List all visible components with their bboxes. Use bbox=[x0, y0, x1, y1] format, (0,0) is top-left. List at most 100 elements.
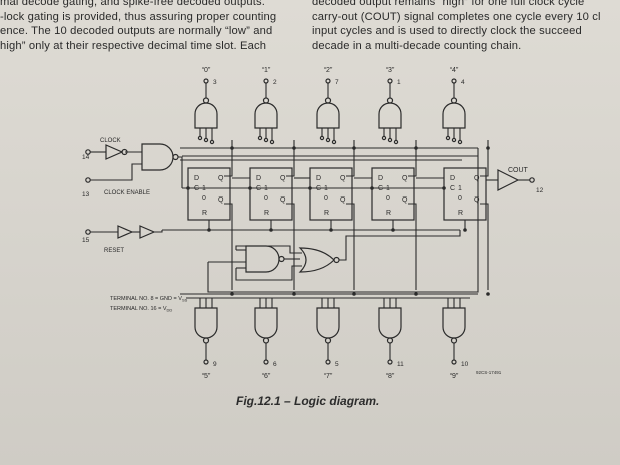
flipflop-c-label: C bbox=[378, 185, 383, 192]
bottom-pin-number: 5 bbox=[335, 361, 339, 368]
input-bubble bbox=[257, 135, 263, 141]
nand-gate bbox=[442, 102, 466, 129]
output-pin bbox=[325, 359, 331, 365]
feedback-or-gate bbox=[298, 247, 335, 273]
cout-pin-number: 12 bbox=[536, 187, 544, 194]
flipflop-one-label: 1 bbox=[458, 185, 462, 192]
cout-label: COUT bbox=[508, 167, 529, 174]
buffer-gate bbox=[105, 144, 124, 160]
output-pin bbox=[203, 78, 209, 84]
inversion-bubble bbox=[121, 148, 128, 156]
wire bbox=[480, 140, 489, 177]
bottom-pin-number: 11 bbox=[397, 361, 404, 368]
top-output-label: “1” bbox=[262, 67, 271, 74]
wire bbox=[224, 140, 233, 177]
clock-label: CLOCK bbox=[100, 138, 121, 144]
bottom-output-label: “9” bbox=[450, 373, 459, 380]
terminal-note-vdd: TERMINAL NO. 16 = VDD bbox=[110, 306, 172, 313]
wire bbox=[408, 140, 417, 177]
flipflop-one-label: 1 bbox=[324, 185, 328, 192]
junction-dot bbox=[486, 292, 490, 296]
wire bbox=[235, 245, 302, 254]
output-pin bbox=[387, 359, 393, 365]
wire bbox=[154, 230, 163, 233]
junction-dot bbox=[352, 292, 356, 296]
text-line: carry-out (COUT) signal completes one cy… bbox=[312, 10, 601, 23]
wire bbox=[346, 140, 355, 177]
inversion-bubble bbox=[386, 97, 394, 104]
junction-dot bbox=[269, 228, 273, 232]
wire bbox=[408, 203, 417, 290]
nand-gate bbox=[254, 307, 278, 339]
top-pin-number: 4 bbox=[461, 79, 465, 86]
flipflop-c-label: C bbox=[194, 185, 199, 192]
flipflop-d-label: D bbox=[450, 175, 455, 182]
text-line: ence. The 10 decoded outputs are normall… bbox=[0, 25, 273, 38]
flipflop-qbar-label: Q̅ bbox=[280, 196, 286, 204]
junction-dot bbox=[486, 146, 490, 150]
junction-dot bbox=[329, 228, 333, 232]
part-code: 92CS-17491 bbox=[476, 370, 502, 375]
flipflop-r-label: R bbox=[386, 210, 391, 217]
flipflop-c-label: C bbox=[450, 185, 455, 192]
inversion-bubble bbox=[262, 337, 270, 344]
bottom-output-label: “7” bbox=[324, 373, 333, 380]
input-bubble bbox=[331, 139, 337, 145]
input-bubble bbox=[445, 135, 451, 141]
clock-enable-label: CLOCK ENABLE bbox=[104, 190, 150, 196]
reset-pin-number: 15 bbox=[82, 237, 90, 244]
junction-dot bbox=[391, 228, 395, 232]
text-line: input cycles and is used to directly clo… bbox=[312, 25, 582, 38]
feedback-and-gate bbox=[245, 245, 280, 273]
text-line: mal decode gating, and spike-free decode… bbox=[0, 0, 265, 8]
bottom-pin-number: 6 bbox=[273, 361, 277, 368]
diagram-labels: “0”3“1”2“2”7“3”1“4”4“5”9“6”6“7”5“8”11“9”… bbox=[82, 67, 544, 380]
reset-label: RESET bbox=[104, 248, 124, 254]
inversion-bubble bbox=[278, 255, 285, 263]
wire bbox=[286, 203, 295, 290]
inversion-bubble bbox=[450, 97, 458, 104]
flipflop-one-label: 1 bbox=[264, 185, 268, 192]
inversion-bubble bbox=[450, 337, 458, 344]
top-output-label: “0” bbox=[202, 67, 211, 74]
flip-flop bbox=[187, 167, 231, 221]
nand-gate bbox=[254, 102, 278, 129]
output-pin bbox=[263, 78, 269, 84]
wire bbox=[90, 163, 142, 181]
input-pin bbox=[85, 149, 91, 155]
flip-flop bbox=[309, 167, 353, 221]
flipflop-r-label: R bbox=[324, 210, 329, 217]
input-bubble bbox=[209, 139, 215, 145]
input-bubble bbox=[203, 137, 209, 143]
flipflop-q-label: Q bbox=[340, 175, 346, 182]
inversion-bubble bbox=[202, 97, 210, 104]
flipflop-one-label: 1 bbox=[202, 185, 206, 192]
input-bubble bbox=[451, 137, 457, 143]
junction-dot bbox=[414, 292, 418, 296]
flipflop-d-label: D bbox=[316, 175, 321, 182]
junction-dot bbox=[207, 228, 211, 232]
wire bbox=[224, 203, 233, 290]
flipflop-q-label: Q bbox=[218, 175, 224, 182]
output-pin bbox=[325, 78, 331, 84]
gates bbox=[85, 78, 535, 365]
flipflop-qbar-label: Q̅ bbox=[218, 196, 224, 204]
junction-dot bbox=[230, 146, 234, 150]
input-bubble bbox=[319, 135, 325, 141]
junction-dot bbox=[414, 146, 418, 150]
right-text-column: decoded output remains “high” for one fu… bbox=[312, 0, 601, 53]
bottom-output-label: “6” bbox=[262, 373, 271, 380]
wire bbox=[346, 203, 355, 290]
inversion-bubble bbox=[202, 337, 210, 344]
nand-gate bbox=[378, 102, 402, 129]
flipflop-one-label: 1 bbox=[386, 185, 390, 192]
output-pin bbox=[387, 78, 393, 84]
bottom-pin-number: 9 bbox=[213, 361, 217, 368]
top-pin-number: 7 bbox=[335, 79, 339, 86]
flipflop-zero-label: 0 bbox=[324, 195, 328, 202]
figure-caption: Fig.12.1 – Logic diagram. bbox=[236, 394, 380, 408]
flipflop-q-label: Q bbox=[280, 175, 286, 182]
text-line: -lock gating is provided, thus assuring … bbox=[0, 10, 277, 23]
